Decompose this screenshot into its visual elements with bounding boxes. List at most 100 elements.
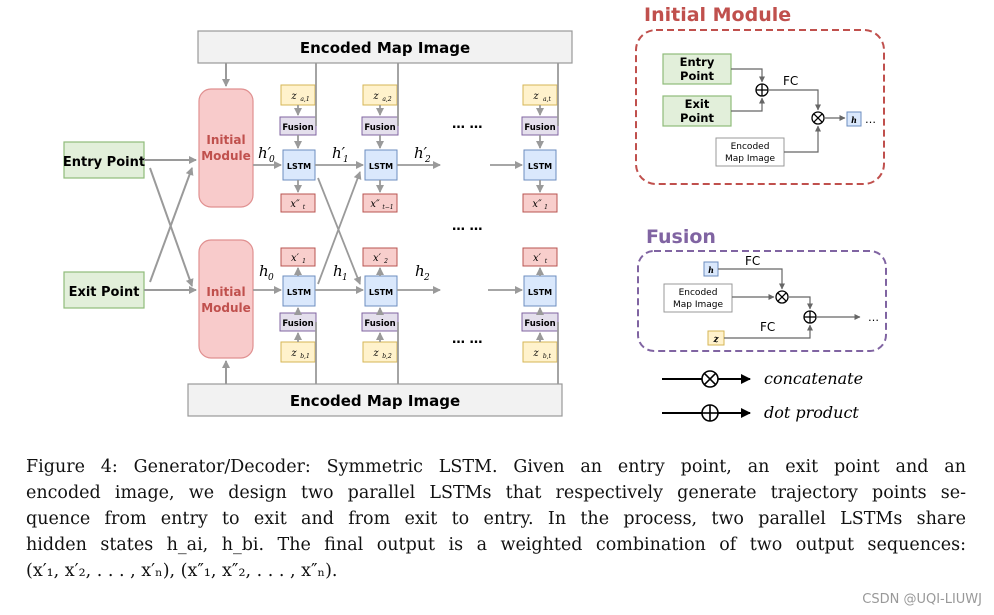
bottom-x-3-label: x′: [533, 253, 542, 264]
top-h-0-sub: 0: [269, 155, 275, 165]
bottom-h-0-label: h: [259, 262, 269, 280]
initial-module-top: Initial Module: [198, 88, 254, 208]
panel-entry-line2: Point: [680, 69, 714, 83]
top-x-3: x″ 1: [522, 193, 558, 213]
top-z-3: z a,t: [522, 84, 558, 106]
bottom-z-2-sub: b,2: [382, 353, 392, 360]
bottom-fusion-2-label: Fusion: [364, 319, 395, 329]
initial-module-bottom-line2: Module: [201, 301, 251, 315]
top-fusion-2: Fusion: [361, 116, 399, 136]
bottom-lstm-2-label: LSTM: [369, 288, 393, 297]
panel-encoded-map: Encoded Map Image: [715, 137, 785, 167]
top-z-1: z a,1: [280, 84, 316, 106]
caption-line-3: quence from entry to exit and from exit …: [26, 509, 966, 529]
bottom-z-2-label: z: [372, 348, 379, 359]
fusion-plus-icon: [803, 310, 817, 324]
fusion-panel-title: Fusion: [646, 226, 716, 248]
top-fusion-3-label: Fusion: [524, 123, 555, 133]
fusion-h-box: h: [703, 261, 719, 277]
fusion-trail: …: [868, 311, 879, 324]
bottom-h-0-sub: 0: [268, 273, 274, 283]
top-fusion-1-label: Fusion: [282, 123, 313, 133]
panel-trail: …: [865, 113, 876, 126]
panel-fc-label: FC: [783, 74, 798, 88]
top-fusion-2-label: Fusion: [364, 123, 395, 133]
top-x-2-sub: t−1: [382, 204, 393, 211]
bottom-h-2-sub: 2: [423, 273, 430, 283]
bottom-z-1-sub: b,1: [300, 353, 310, 360]
bottom-lstm-2: LSTM: [364, 275, 398, 307]
fusion-panel: Fusion h FC Encoded Map Image FC z …: [637, 226, 887, 352]
panel-exit-point: Exit Point: [662, 95, 732, 127]
entry-point-label: Entry Point: [63, 155, 145, 170]
top-row: z a,1 z a,2 z a,t Fusion Fusion Fusion: [258, 84, 559, 213]
encoded-map-bottom-label: Encoded Map Image: [290, 392, 460, 410]
top-h-0: h′ 0: [258, 144, 275, 165]
bottom-fusion-1-label: Fusion: [282, 319, 313, 329]
diagram: Encoded Map Image Encoded Map Image Entr…: [63, 4, 887, 422]
bottom-x-1-sub: 1: [302, 258, 306, 265]
caption-line-4: hidden states h_ai, h_bi. The final outp…: [26, 535, 966, 555]
bottom-lstm-1: LSTM: [282, 275, 316, 307]
panel-arrows: [731, 68, 846, 153]
cross-arrows: [144, 156, 197, 294]
bottom-row: x′ 1 x′ 2 x′ t LSTM LSTM LSTM Fusion: [259, 219, 559, 363]
legend-concatenate-label: concatenate: [764, 369, 863, 388]
top-x-3-sub: 1: [544, 204, 548, 211]
bottom-lstm-3: LSTM: [523, 275, 557, 307]
top-row-arrows: [253, 63, 559, 193]
legend-dot-product: dot product: [662, 403, 859, 422]
top-h-1-label: h′: [332, 144, 346, 162]
panel-entry-line1: Entry: [680, 55, 715, 69]
bottom-h-2-label: h: [415, 262, 425, 280]
top-x-2: x″ t−1: [362, 193, 398, 213]
bottom-h-2: h 2: [415, 262, 430, 283]
caption-line-1: Figure 4: Generator/Decoder: Symmetric L…: [26, 457, 966, 477]
top-h-0-label: h′: [258, 144, 272, 162]
bottom-z-1: z b,1: [280, 341, 316, 363]
encoded-map-top-label: Encoded Map Image: [300, 39, 470, 57]
top-lstm-2: LSTM: [364, 149, 398, 181]
top-fusion-1: Fusion: [279, 116, 317, 136]
top-lstm-1-label: LSTM: [287, 162, 311, 171]
top-x-1-sub: t: [303, 204, 306, 211]
top-z-1-sub: a,1: [300, 96, 309, 103]
entry-point-box: Entry Point: [63, 141, 145, 179]
fusion-fc-top: FC: [745, 254, 760, 268]
panel-times-icon: [811, 111, 825, 125]
fusion-fc-bottom: FC: [760, 320, 775, 334]
bottom-h-1-sub: 1: [342, 273, 348, 283]
bottom-z-1-label: z: [290, 348, 297, 359]
top-h-2-sub: 2: [424, 155, 431, 165]
exit-point-box: Exit Point: [63, 271, 145, 309]
bottom-fusion-3: Fusion: [521, 312, 559, 332]
bottom-x-1: x′ 1: [280, 247, 316, 267]
bottom-h-1: h 1: [333, 262, 348, 283]
top-fusion-3: Fusion: [521, 116, 559, 136]
fusion-h-label: h: [708, 265, 714, 275]
bottom-x-3-sub: t: [545, 258, 548, 265]
panel-encoded-line2: Map Image: [725, 154, 776, 164]
panel-h-label: h: [851, 115, 857, 125]
top-x-3-label: x″: [532, 199, 542, 210]
bottom-row-arrows: [253, 171, 559, 384]
top-lstm-3-label: LSTM: [528, 162, 552, 171]
bottom-h-0: h 0: [259, 262, 274, 283]
bottom-lstm-3-label: LSTM: [528, 288, 552, 297]
legend-dot-product-label: dot product: [764, 403, 859, 422]
bottom-z-2: z b,2: [362, 341, 398, 363]
panel-exit-line1: Exit: [685, 97, 710, 111]
top-lstm-1: LSTM: [282, 149, 316, 181]
watermark: CSDN @UQI-LIUWJ: [862, 592, 982, 607]
fusion-z-box: z: [707, 330, 725, 346]
legend: concatenate dot product: [662, 369, 863, 422]
fusion-encoded-map: Encoded Map Image: [663, 283, 733, 313]
top-z-1-label: z: [290, 91, 297, 102]
bottom-ellipsis: … …: [452, 332, 483, 347]
top-x-1-label: x″: [290, 199, 300, 210]
fusion-encoded-line1: Encoded: [679, 288, 718, 298]
bottom-x-2: x′ 2: [362, 247, 398, 267]
initial-module-panel: Initial Module Entry Point Exit Point En…: [635, 4, 885, 185]
middle-ellipsis: … …: [452, 219, 483, 234]
fusion-times-icon: [775, 290, 789, 304]
